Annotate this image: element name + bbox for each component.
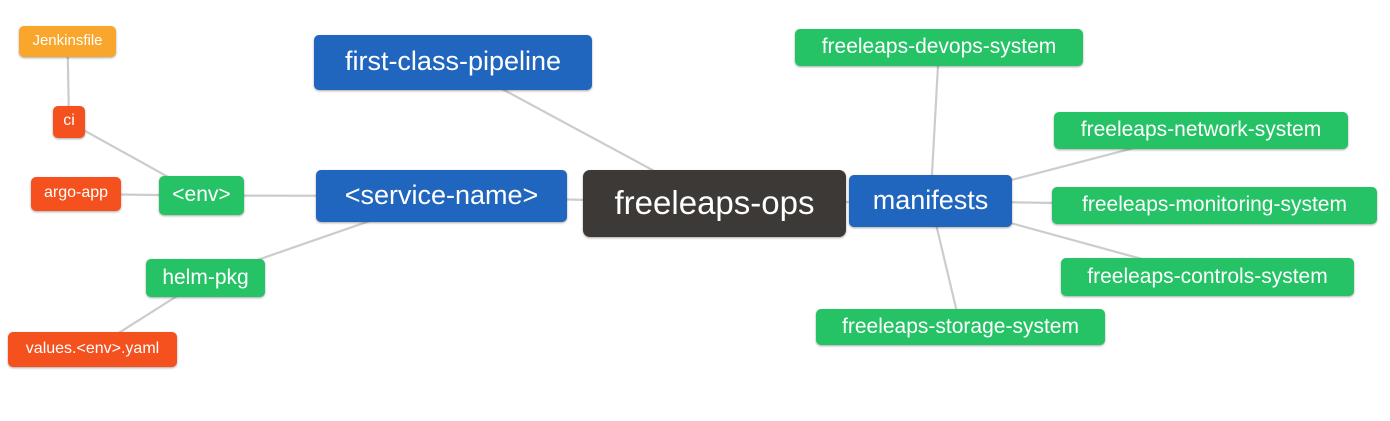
node-first-class-pipeline[interactable]: first-class-pipeline [314, 35, 592, 90]
node-env[interactable]: <env> [159, 176, 244, 215]
node-label: freeleaps-storage-system [842, 314, 1079, 338]
node-label: Jenkinsfile [32, 32, 103, 49]
node-label: values.<env>.yaml [25, 339, 160, 357]
node-argo-app[interactable]: argo-app [31, 177, 121, 211]
node-network-system[interactable]: freeleaps-network-system [1054, 112, 1348, 149]
node-label: freeleaps-ops [614, 184, 815, 221]
node-manifests[interactable]: manifests [849, 175, 1012, 227]
node-controls-system[interactable]: freeleaps-controls-system [1061, 258, 1354, 296]
node-label: <service-name> [344, 179, 539, 210]
node-ci[interactable]: ci [53, 106, 85, 138]
node-label: helm-pkg [162, 265, 249, 289]
node-label: freeleaps-monitoring-system [1082, 193, 1347, 216]
node-label: freeleaps-controls-system [1087, 264, 1328, 288]
node-label: freeleaps-network-system [1080, 118, 1322, 141]
node-jenkinsfile[interactable]: Jenkinsfile [19, 26, 116, 57]
node-values-env-yaml[interactable]: values.<env>.yaml [8, 332, 177, 367]
node-monitoring-system[interactable]: freeleaps-monitoring-system [1052, 187, 1377, 224]
node-label: freeleaps-devops-system [821, 35, 1057, 58]
node-storage-system[interactable]: freeleaps-storage-system [816, 309, 1105, 345]
node-label: ci [63, 112, 75, 129]
node-helm-pkg[interactable]: helm-pkg [146, 259, 265, 297]
node-label: manifests [872, 184, 989, 215]
node-label: argo-app [43, 184, 109, 201]
node-service-name[interactable]: <service-name> [316, 170, 567, 222]
node-label: <env> [172, 183, 231, 206]
node-freeleaps-ops[interactable]: freeleaps-ops [583, 170, 846, 237]
node-label: first-class-pipeline [344, 46, 562, 76]
node-devops-system[interactable]: freeleaps-devops-system [795, 29, 1083, 66]
